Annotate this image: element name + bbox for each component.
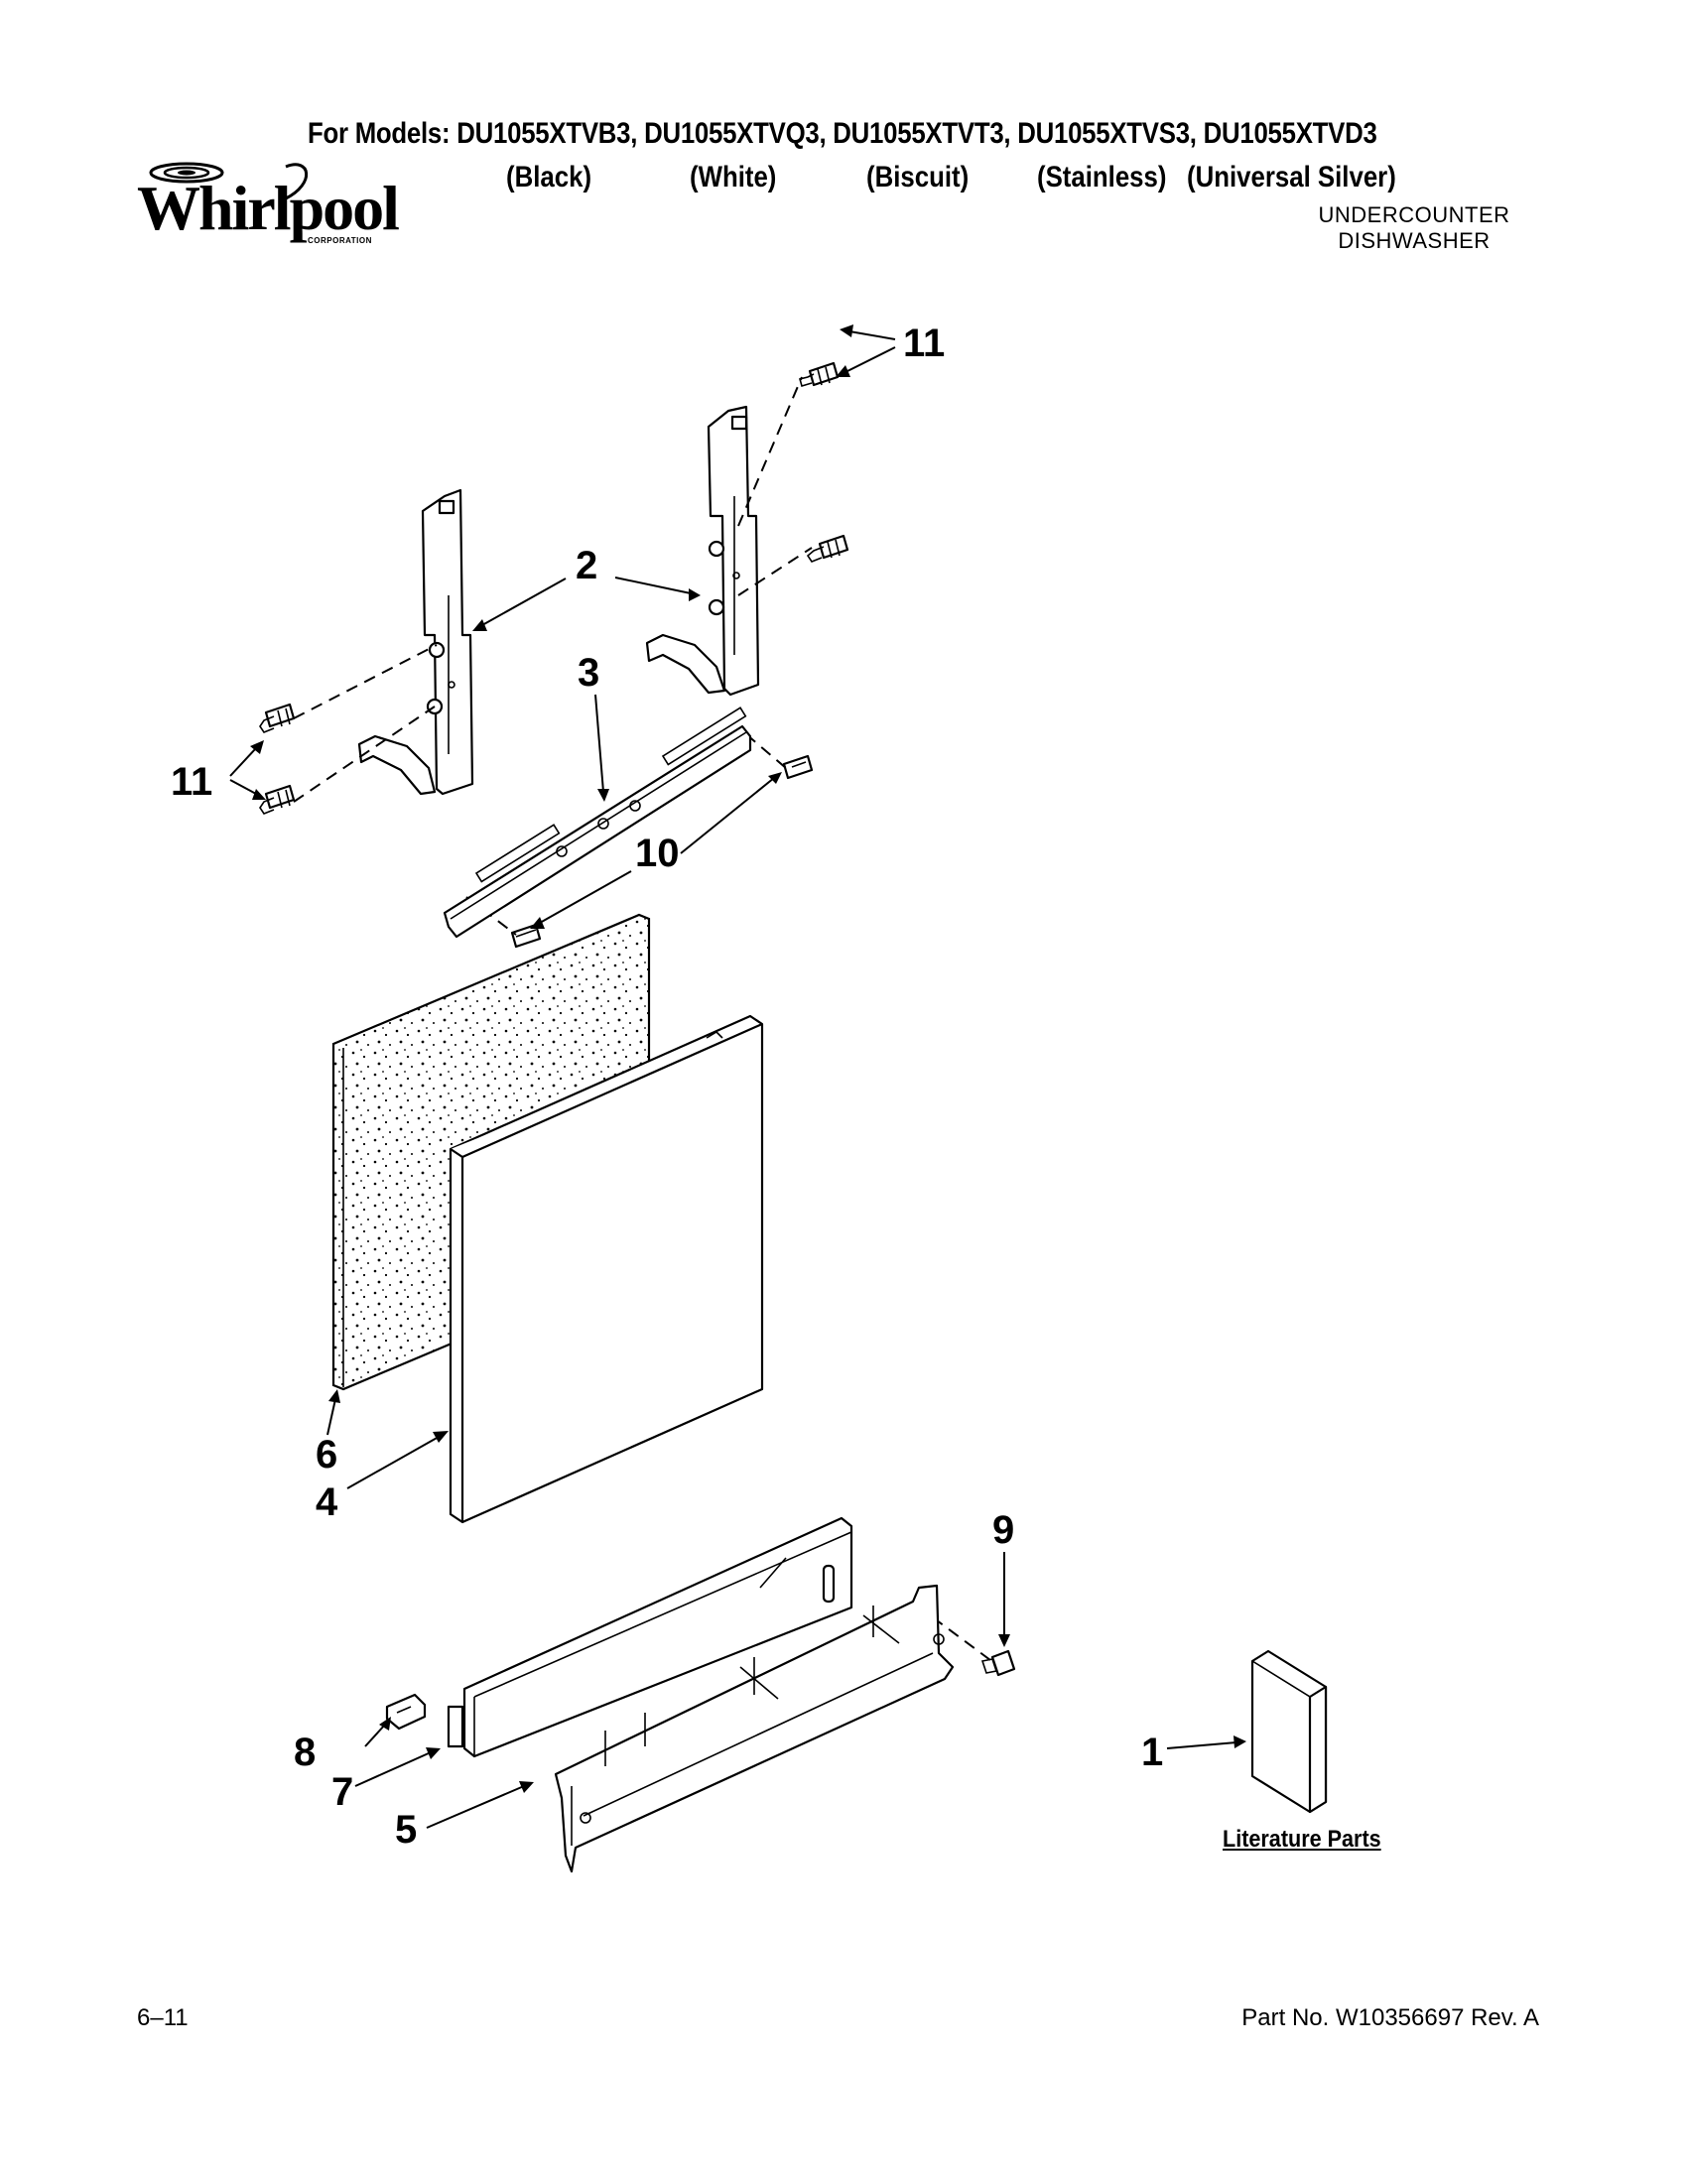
doc-type-line-1: UNDERCOUNTER <box>1318 202 1510 227</box>
callout-7: 7 <box>331 1770 354 1814</box>
callout-1: 1 <box>1141 1731 1164 1774</box>
color-black: (Black) <box>506 161 592 193</box>
hinge-screws <box>259 361 849 949</box>
callout-11-right: 11 <box>903 321 946 365</box>
callout-8: 8 <box>294 1731 317 1774</box>
callout-11-left: 11 <box>171 760 213 804</box>
whirlpool-logo: Whirlpool CORPORATION <box>137 159 400 248</box>
screw-icon <box>806 534 849 563</box>
doc-type-line-2: DISHWASHER <box>1338 228 1491 253</box>
callout-9: 9 <box>992 1508 1015 1552</box>
left-hinge-bracket <box>357 488 474 796</box>
brand-corporation: CORPORATION <box>308 236 372 245</box>
callout-2: 2 <box>576 544 598 587</box>
callout-4: 4 <box>316 1480 338 1524</box>
document-type: UNDERCOUNTER DISHWASHER <box>1290 202 1538 254</box>
callout-5: 5 <box>395 1808 418 1852</box>
toe-panel-screw <box>980 1649 1016 1677</box>
toe-panel <box>554 1584 955 1873</box>
door-brace <box>443 707 752 939</box>
panel-clip <box>385 1693 427 1731</box>
outer-door-panel <box>449 1014 764 1524</box>
footer-part-number: Part No. W10356697 Rev. A <box>1241 2004 1539 2031</box>
callout-10: 10 <box>635 832 680 875</box>
screw-icon <box>259 703 296 733</box>
callout-6: 6 <box>316 1433 338 1477</box>
color-biscuit: (Biscuit) <box>866 161 970 193</box>
callout-leaders <box>229 324 1246 1829</box>
models-line: For Models: DU1055XTVB3, DU1055XTVQ3, DU… <box>308 117 1377 150</box>
footer-date-code: 6–11 <box>137 2004 189 2031</box>
brand-wordmark: Whirlpool <box>137 173 400 243</box>
screw-icon <box>259 784 296 815</box>
screw-icon <box>782 754 814 780</box>
color-stainless: (Stainless) <box>1037 161 1167 193</box>
right-hinge-bracket <box>645 405 760 697</box>
screw-icon <box>799 361 840 387</box>
callout-3: 3 <box>578 651 600 695</box>
color-universal-silver: (Universal Silver) <box>1187 161 1396 193</box>
whirlpool-swirl-icon <box>149 162 309 200</box>
literature-parts-label: Literature Parts <box>1223 1826 1381 1853</box>
literature-parts-book <box>1250 1649 1328 1814</box>
access-panel <box>447 1516 853 1758</box>
screw-icon <box>510 923 542 949</box>
color-white: (White) <box>690 161 777 193</box>
